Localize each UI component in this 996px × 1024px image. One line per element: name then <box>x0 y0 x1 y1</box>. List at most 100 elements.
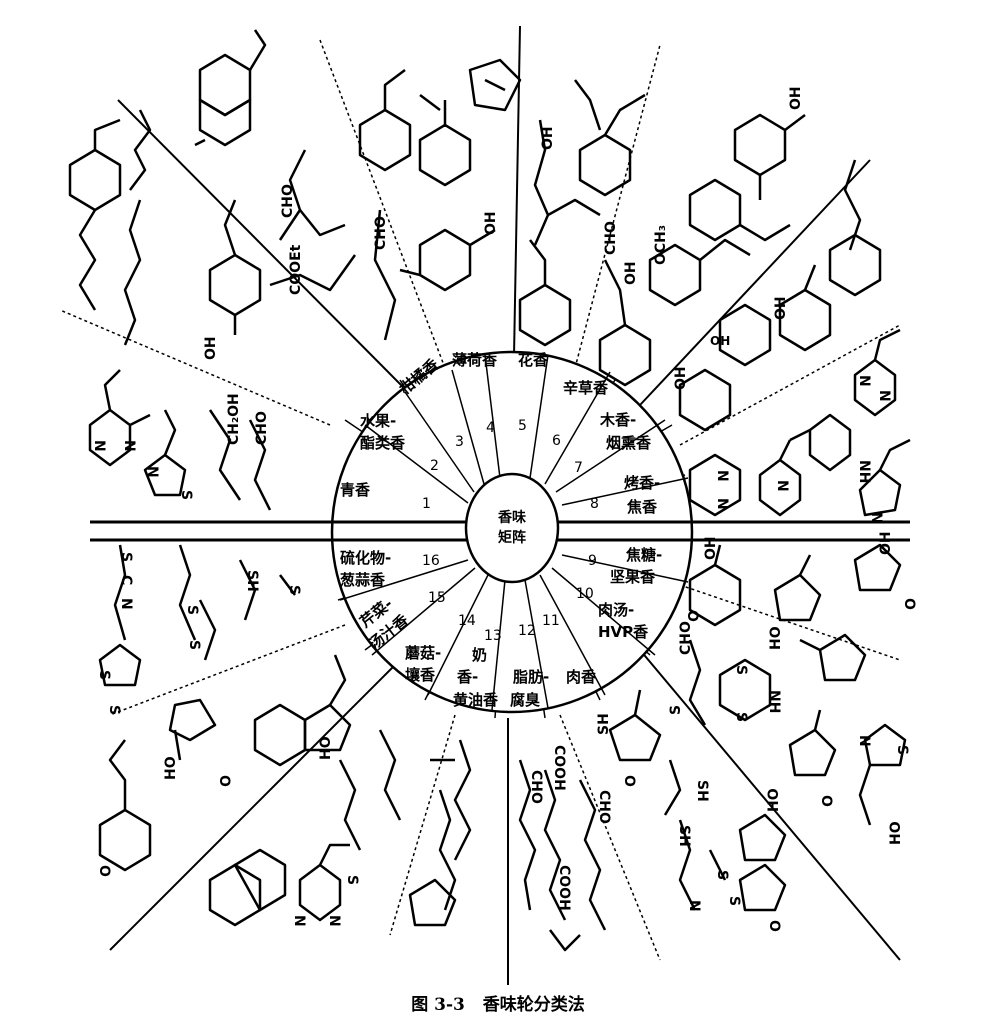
category-8-label-b: 焦香 <box>626 498 657 516</box>
mol-label-28: OH <box>878 531 894 555</box>
category-5-label: 花香 <box>518 351 548 369</box>
category-11-label: 肉香 <box>566 668 596 686</box>
category-8-label-a: 烤香- <box>624 474 660 492</box>
mol-label-33: S <box>733 665 749 675</box>
category-16-label-b: 葱蒜香 <box>340 571 385 589</box>
mol-label-12: OH <box>788 86 804 110</box>
sector-number-12: 12 <box>518 623 536 639</box>
mol-label-29: HO <box>768 626 784 650</box>
mol-label-65: S <box>184 605 200 615</box>
mol-label-9: OCH₃ <box>653 225 669 265</box>
mol-label-7: OH <box>483 211 499 235</box>
sector-number-10: 10 <box>576 586 594 602</box>
category-10-label-a: 肉汤- <box>598 601 634 619</box>
mol-label-45: N <box>856 735 872 747</box>
mol-label-35: NH <box>766 690 782 713</box>
category-2-label-b: 酯类香 <box>360 434 405 452</box>
mol-label-31: O <box>901 598 917 610</box>
mol-label-20: N <box>144 466 160 478</box>
figure-caption: 图 3-3 香味轮分类法 <box>0 990 996 1015</box>
sector-number-13: 13 <box>484 628 502 644</box>
mol-label-69: S <box>186 640 202 650</box>
mol-label-10: OH <box>623 261 639 285</box>
mol-label-13: OH <box>773 296 789 320</box>
mol-label-6: OH <box>203 336 219 360</box>
mol-label-32: CHO <box>678 621 694 655</box>
mol-label-22: N <box>121 440 137 452</box>
mol-label-56: O <box>216 775 232 787</box>
sector-number-6: 6 <box>552 433 561 449</box>
mol-label-51: COOH <box>556 865 572 911</box>
category-13-label-b: 香- <box>457 668 478 686</box>
center-label-line2: 矩阵 <box>498 529 526 546</box>
category-13-label-c: 黄油香 <box>453 691 498 709</box>
mol-label-46: S <box>894 745 910 755</box>
mol-label-53: N <box>686 900 702 912</box>
category-12-label-b: 腐臭 <box>510 691 540 709</box>
mol-label-38: O <box>621 775 637 787</box>
category-7-label-b: 烟熏香 <box>606 434 651 452</box>
mol-label-50: CHO <box>596 790 612 824</box>
mol-label-5: CHO <box>254 411 270 445</box>
sector-number-5: 5 <box>518 418 527 434</box>
category-16-label-a: 硫化物- <box>340 549 391 567</box>
mol-label-3: COOEt <box>288 244 304 295</box>
mol-label-18: N <box>856 375 872 387</box>
mol-label-24: N <box>714 498 730 510</box>
mol-label-1: CHO <box>280 184 296 218</box>
mol-label-63: SH <box>244 570 260 592</box>
mol-label-19: S <box>178 490 194 500</box>
sector-number-15: 15 <box>428 590 446 606</box>
mol-label-55: HO <box>163 756 179 780</box>
mol-label-2: CHO <box>373 216 389 250</box>
mol-label-64: S <box>286 585 302 595</box>
category-9-label-a: 焦糖- <box>625 546 662 564</box>
mol-label-14: OH <box>710 334 730 348</box>
sector-number-14: 14 <box>458 613 476 629</box>
mol-label-16: NH <box>856 460 872 483</box>
sector-number-9: 9 <box>588 553 597 569</box>
center-label-line1: 香味 <box>497 509 526 526</box>
mol-label-62: S <box>344 875 360 885</box>
mol-label-8: OH <box>540 126 556 150</box>
mol-label-68: S <box>118 552 134 562</box>
mol-label-4: CH₂OH <box>226 393 242 445</box>
mol-label-61: N <box>326 915 342 927</box>
mol-label-48: CHO <box>528 770 544 804</box>
category-14-label-a: 蘑菇- <box>405 644 441 662</box>
mol-label-11: CHO <box>603 221 619 255</box>
mol-label-41: S <box>726 896 742 906</box>
mol-label-34: S <box>733 712 749 722</box>
sector-number-4: 4 <box>486 420 495 436</box>
mol-label-54: HO <box>318 736 334 760</box>
mol-label-42: O <box>766 920 782 932</box>
mol-label-66: N <box>118 598 134 610</box>
sector-number-2: 2 <box>430 458 439 474</box>
mol-label-15: OH <box>673 366 689 390</box>
figure-title: 香味轮分类法 <box>483 995 585 1015</box>
sector-number-8: 8 <box>590 496 599 512</box>
mol-label-67: C <box>118 575 134 585</box>
mol-label-21: N <box>91 440 107 452</box>
mol-label-52: SH <box>676 825 692 847</box>
sector-number-1: 1 <box>422 496 431 512</box>
mol-label-39: SH <box>694 780 710 802</box>
mol-label-40: S <box>714 870 730 880</box>
category-1-label: 青香 <box>340 481 370 499</box>
category-13-label-a: 奶 <box>472 646 487 664</box>
sector-number-11: 11 <box>542 613 560 629</box>
category-12-label-a: 脂肪- <box>513 668 549 686</box>
category-10-label-b: HVP香 <box>598 623 648 641</box>
mol-label-43: HO <box>766 788 782 812</box>
mol-label-57: O <box>96 865 112 877</box>
category-2-label-a: 水果- <box>360 412 396 430</box>
mol-label-25: N <box>774 480 790 492</box>
mol-label-49: COOH <box>551 745 567 791</box>
category-9-label-b: 坚果香 <box>610 568 655 586</box>
category-4-label: 薄荷香 <box>452 351 497 369</box>
category-7-label-a: 木香- <box>599 411 636 429</box>
category-6-label: 辛草香 <box>563 379 608 397</box>
mol-label-17: N <box>876 390 892 402</box>
category-14-label-b: 壤香 <box>405 666 435 684</box>
